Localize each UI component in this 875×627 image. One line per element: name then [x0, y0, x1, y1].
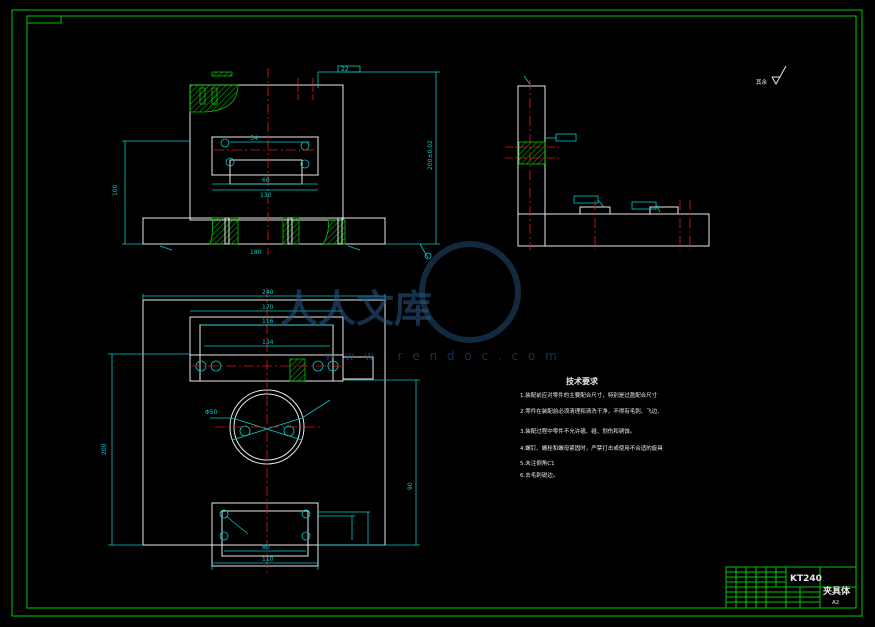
tech-notes-title: 技术要求 [566, 376, 599, 386]
roughness-symbol: 其余 [756, 65, 787, 86]
plan-view: 240 170 116 134 200 90 Φ50 110 80 [101, 288, 420, 575]
dim-height-main: 100 [112, 184, 119, 196]
tolerance-frame-top: 22 [341, 66, 349, 73]
dim-height-total: 200±0.02 [427, 140, 434, 170]
dim-bottom-plate: 110 [262, 556, 274, 563]
tech-note-3: 3.装配过程中零件不允许磕、碰、划伤和锈蚀。 [520, 427, 635, 435]
tech-note-1: 1.装配前应对零件的主要配合尺寸，特别是过盈配合尺寸 [520, 391, 658, 399]
dim-plan-height: 200 [101, 443, 108, 455]
dim-hole-spacing: 54 [250, 135, 258, 142]
side-view [505, 75, 710, 250]
part-code: KT240 [790, 574, 822, 584]
tech-note-6: 6.去毛刺锐边。 [520, 471, 558, 479]
dim-hole-pitch: 134 [262, 339, 274, 346]
watermark: 人人文库 w w w . r e n d o c . c o m [280, 241, 560, 363]
tech-note-4: 4.螺钉、螺栓和螺母紧固时，严禁打击或使用不合适的旋具 [520, 444, 663, 452]
dim-bore-dia: Φ50 [205, 409, 218, 416]
watermark-url: w w w . r e n d o c . c o m [325, 349, 560, 363]
inner-border [26, 15, 857, 609]
dim-base-width: 180 [250, 249, 262, 256]
roughness-label: 其余 [756, 78, 768, 86]
dim-right-height: 90 [407, 482, 414, 490]
dim-plate-width: 170 [262, 304, 274, 311]
tech-note-2: 2.零件在装配前必须清理和清洗干净，不得有毛刺、飞边、 [520, 407, 663, 415]
dim-slot-width-plan: 116 [262, 318, 274, 325]
code-box [26, 15, 62, 24]
outer-border [11, 9, 863, 617]
dim-bottom-holes: 80 [262, 544, 270, 551]
sheet-scale: A2 [832, 600, 839, 606]
tech-note-5: 5.未注倒角C1 [520, 459, 555, 467]
watermark-text: 人人文库 [280, 286, 432, 331]
dim-plan-width: 240 [262, 289, 274, 296]
title-block: KT240 夹具体 A2 [725, 566, 857, 609]
dim-slot-width: 60 [262, 177, 270, 184]
front-view: 100 200±0.02 60 130 54 22 180 [112, 65, 440, 260]
tech-notes: 技术要求 1.装配前应对零件的主要配合尺寸，特别是过盈配合尺寸 2.零件在装配前… [520, 376, 663, 479]
dim-slot-outer: 130 [260, 192, 272, 199]
part-name: 夹具体 [823, 585, 851, 597]
